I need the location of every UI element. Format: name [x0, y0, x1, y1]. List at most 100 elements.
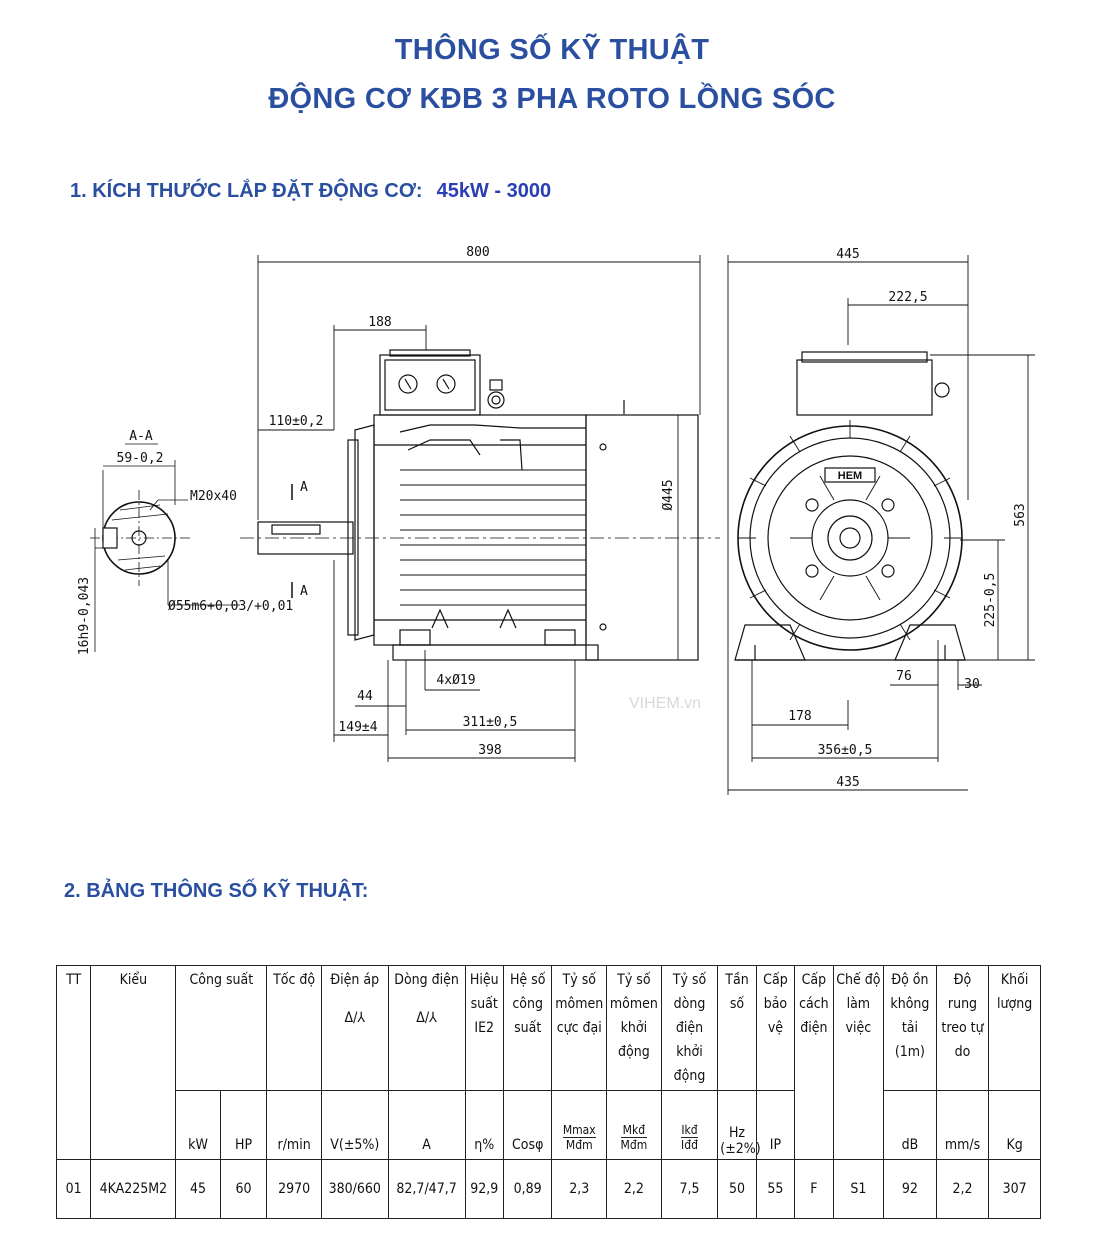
table-row: 01 4KA225M2 45 60 2970 380/660 82,7/47,7…	[55, 1159, 1041, 1219]
cell-tt: 01	[55, 1159, 92, 1219]
th-dien-ap-label: Điện áp	[330, 972, 380, 988]
th-do-on: Độ ồn không tải (1m)	[883, 965, 937, 1091]
dim-149: 149±4	[338, 720, 377, 735]
spec-table: TT Kiểu Công suất Tốc độ Điện áp Δ/⅄ Dòng…	[55, 965, 1041, 1219]
th-dong-dien-label: Dòng điện	[394, 972, 459, 988]
unit-mmax-bottom: Mđm	[565, 1138, 593, 1152]
front-view	[727, 255, 1035, 795]
unit-eff: η%	[464, 1090, 504, 1160]
cell-kieu: 4KA225M2	[90, 1159, 177, 1219]
cell-hp: 60	[219, 1159, 268, 1219]
doc-title-line2: ĐỘNG CƠ KĐB 3 PHA ROTO LỒNG SÓC	[268, 83, 836, 115]
dim-m20x40: M20x40	[190, 489, 237, 504]
unit-amp: A	[387, 1090, 466, 1160]
th-tan-so: Tần số	[717, 965, 757, 1091]
dim-4x19: 4xØ19	[436, 673, 475, 688]
unit-ip: IP	[755, 1090, 796, 1160]
th-cong-suat: Công suất	[175, 965, 268, 1091]
watermark: VIHEM.vn	[629, 695, 701, 712]
unit-volt: V(±5%)	[320, 1090, 389, 1160]
unit-ikd-bottom: Iđđ	[681, 1138, 698, 1152]
th-khoi-luong: Khối lượng	[988, 965, 1041, 1091]
cell-efficiency: 92,9	[464, 1159, 504, 1219]
th-toc-do: Tốc độ	[266, 965, 322, 1091]
section-mark-a2: A	[300, 584, 308, 599]
section1-heading: 1. KÍCH THƯỚC LẮP ĐẶT ĐỘNG CƠ: 45kW - 300…	[70, 180, 551, 203]
th-ty-so-ikd: Tỷ số dòng điện khởi động	[660, 965, 719, 1091]
th-hieu-suat: Hiệu suất IE2	[464, 965, 504, 1091]
cell-insulation: F	[794, 1159, 834, 1219]
unit-hp: HP	[219, 1090, 268, 1160]
unit-speed: r/min	[266, 1090, 322, 1160]
section1-label: 1. KÍCH THƯỚC LẮP ĐẶT ĐỘNG CƠ:	[70, 180, 423, 202]
th-dien-ap-symbol: Δ/⅄	[344, 1010, 366, 1026]
unit-mkd-bottom: Mđm	[620, 1138, 648, 1152]
th-tt: TT	[55, 965, 92, 1160]
cell-kw: 45	[175, 1159, 221, 1219]
cell-ip: 55	[755, 1159, 796, 1219]
unit-kg: Kg	[988, 1090, 1041, 1160]
dim-dia-445: Ø445	[661, 479, 676, 510]
cell-ikd: 7,5	[660, 1159, 719, 1219]
th-ty-so-mmax: Tỷ số mômen cực đại	[551, 965, 608, 1091]
cell-vibration: 2,2	[935, 1159, 990, 1219]
th-dong-dien-symbol: Δ/⅄	[416, 1010, 437, 1026]
technical-drawing: 800 188 110±0,2 Ø445 44 149±4 311±0,5 39…	[77, 245, 1035, 795]
cell-noise: 92	[883, 1159, 937, 1219]
th-cap-bao-ve: Cấp bảo vệ	[755, 965, 796, 1091]
dim-445: 445	[836, 247, 859, 262]
table-header-row: TT Kiểu Công suất Tốc độ Điện áp Δ/⅄ Dòng…	[55, 965, 1041, 1160]
unit-kw: kW	[175, 1090, 221, 1160]
th-dien-ap: Điện áp Δ/⅄	[320, 965, 389, 1091]
dim-225: 225-0,5	[983, 573, 998, 628]
section1-model: 45kW - 3000	[436, 180, 552, 202]
section2-heading: 2. BẢNG THÔNG SỐ KỸ THUẬT:	[64, 880, 369, 902]
doc-title-line1: THÔNG SỐ KỸ THUẬT	[394, 34, 710, 66]
th-do-rung: Độ rung treo tự do	[935, 965, 990, 1091]
dim-30: 30	[964, 677, 980, 692]
th-he-so-cong-suat: Hệ số công suất	[502, 965, 553, 1091]
dim-800: 800	[466, 245, 489, 260]
section-aa-label: A-A	[129, 429, 153, 444]
unit-mkd-top: Mkđ	[620, 1123, 648, 1138]
cell-weight: 307	[988, 1159, 1041, 1219]
th-ty-so-mkd: Tỷ số mômen khởi động	[606, 965, 662, 1091]
section-aa-view	[90, 443, 240, 652]
dim-110: 110±0,2	[269, 414, 324, 429]
unit-db: dB	[883, 1090, 937, 1160]
cell-speed: 2970	[266, 1159, 322, 1219]
brand-logo-text: HEM	[838, 470, 862, 482]
dim-356: 356±0,5	[818, 743, 873, 758]
unit-pf: Cosφ	[502, 1090, 553, 1160]
unit-ikd-top: Ikđ	[681, 1123, 698, 1138]
dim-311: 311±0,5	[463, 715, 518, 730]
dim-563: 563	[1013, 503, 1028, 526]
dim-222-5: 222,5	[888, 290, 927, 305]
cell-current: 82,7/47,7	[387, 1159, 466, 1219]
dim-76: 76	[896, 669, 912, 684]
dim-398: 398	[478, 743, 501, 758]
cell-mkd: 2,2	[606, 1159, 662, 1219]
cell-voltage: 380/660	[320, 1159, 389, 1219]
cell-mmax: 2,3	[551, 1159, 608, 1219]
th-kieu: Kiểu	[90, 965, 177, 1160]
side-view	[240, 255, 720, 762]
th-cap-cach-dien: Cấp cách điện	[794, 965, 834, 1160]
dim-55: Ø55m6+0,03/+0,01	[168, 599, 293, 614]
cell-hz: 50	[717, 1159, 757, 1219]
unit-hz: Hz (±2%)	[717, 1090, 761, 1160]
dim-59: 59-0,2	[117, 451, 164, 466]
dim-16h9: 16h9-0,043	[77, 577, 92, 655]
th-che-do: Chế độ làm việc	[832, 965, 885, 1160]
cell-power-factor: 0,89	[502, 1159, 553, 1219]
unit-mms: mm/s	[935, 1090, 990, 1160]
dim-178: 178	[788, 709, 811, 724]
dim-188: 188	[368, 315, 391, 330]
section-mark-a1: A	[300, 480, 308, 495]
dim-44: 44	[357, 689, 373, 704]
